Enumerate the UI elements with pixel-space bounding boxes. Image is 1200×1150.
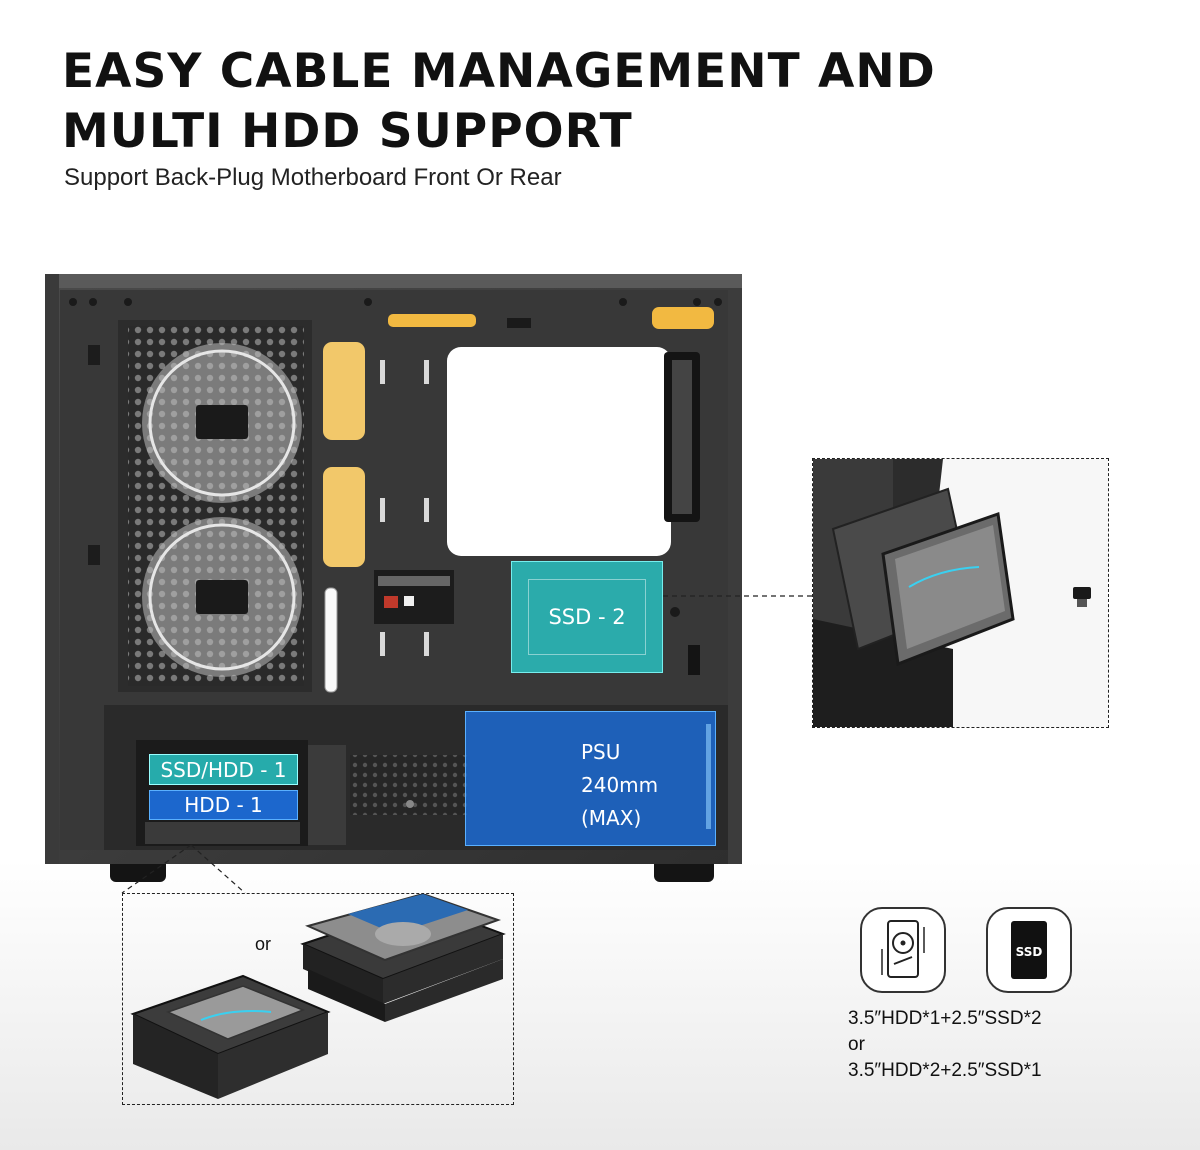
hdd-icon (860, 907, 946, 993)
hdd-stack (300, 894, 506, 1022)
hdd-1-zone: HDD - 1 (149, 790, 298, 820)
cable-grommet (652, 307, 714, 329)
hdd-or-label: or (255, 934, 272, 954)
config-option-2: 3.5″HDD*2+2.5″SSD*1 (848, 1060, 1042, 1081)
psu-label: PSU (581, 740, 621, 764)
title-line-2: MULTI HDD SUPPORT (62, 104, 633, 159)
psu-accent-bar (706, 724, 711, 829)
page-title: EASY CABLE MANAGEMENT AND MULTI HDD SUPP… (62, 42, 936, 162)
cable-grommet (323, 467, 365, 567)
drive-config-options: 3.5″HDD*1+2.5″SSD*2 or 3.5″HDD*2+2.5″SSD… (848, 1006, 1042, 1084)
fan-icon (142, 343, 302, 503)
ssd-hdd-1-label: SSD/HDD - 1 (160, 757, 287, 782)
ssd-icon: SSD (986, 907, 1072, 993)
fan-icon (142, 517, 302, 677)
ssd-2-mount-zone: SSD - 2 (511, 561, 663, 673)
hdd-mount-inset (122, 893, 514, 1105)
psu-zone: PSU 240mm (MAX) (465, 711, 716, 846)
psu-length-label: 240mm (581, 773, 659, 797)
ssd-2-outline (528, 579, 646, 655)
config-separator: or (848, 1034, 865, 1055)
page-subtitle: Support Back-Plug Motherboard Front Or R… (64, 164, 562, 191)
ssd-mount-inset (812, 458, 1109, 728)
hdd-cage-illustration (130, 894, 506, 1099)
title-line-1: EASY CABLE MANAGEMENT AND (62, 44, 936, 99)
motherboard-cutout (447, 347, 671, 556)
ssd-bracket-illustration (813, 459, 1108, 727)
ssd-cage (130, 974, 331, 1099)
screw-icon (1073, 587, 1091, 607)
config-option-1: 3.5″HDD*1+2.5″SSD*2 (848, 1008, 1042, 1029)
ssd-hdd-1-zone: SSD/HDD - 1 (149, 754, 298, 785)
fan-hub-pcb (374, 570, 454, 624)
ssd-2-label: SSD - 2 (548, 605, 626, 629)
ssd-icon-label: SSD (1016, 945, 1043, 959)
psu-max-label: (MAX) (581, 806, 642, 830)
cable-grommet (388, 314, 476, 327)
hdd-1-label: HDD - 1 (184, 793, 263, 817)
cable-grommet (323, 342, 365, 440)
